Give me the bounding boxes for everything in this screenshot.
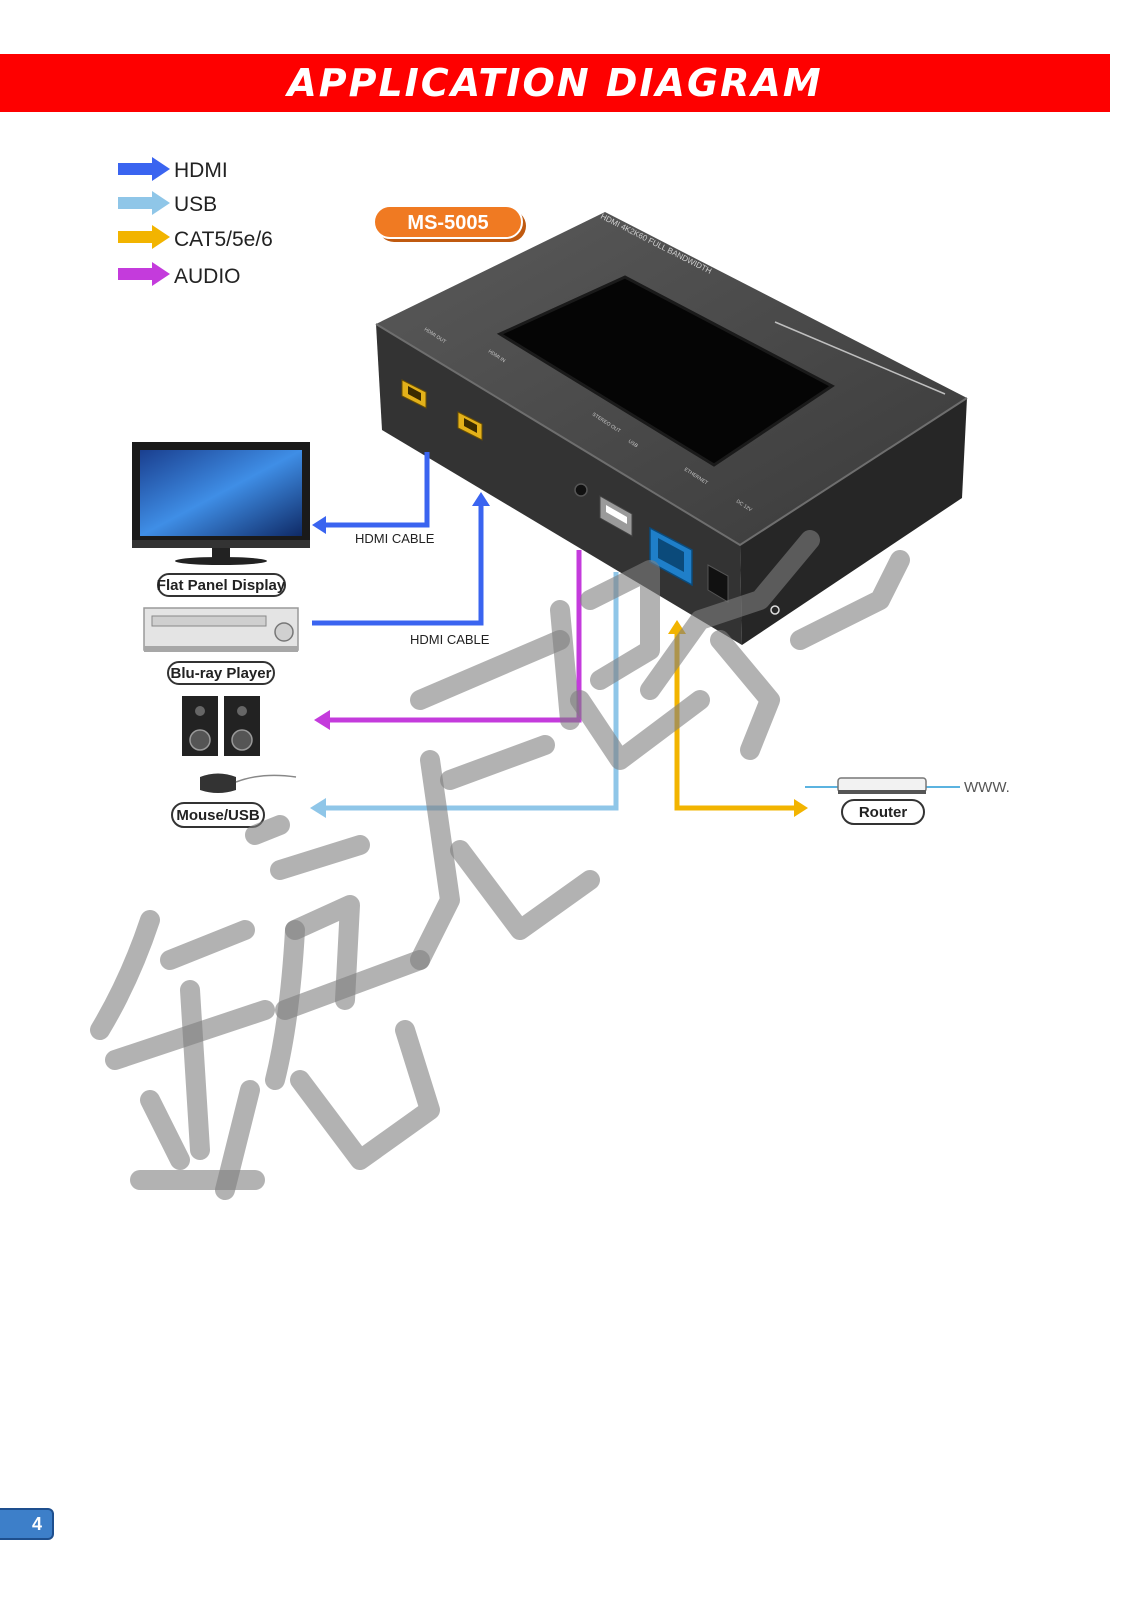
router: WWW. Router — [805, 777, 1010, 825]
hdmi-out-cable — [322, 452, 430, 528]
legend: HDMI USB CAT5/5e/6 AUDIO — [118, 157, 273, 288]
usb-arrow-icon — [118, 191, 170, 215]
page-number: 4 — [31, 1513, 42, 1534]
hdmi-arrow-icon — [118, 157, 170, 181]
ethernet-cable — [674, 630, 796, 811]
router-label: Router — [859, 804, 907, 821]
legend-item-cat: CAT5/5e/6 — [118, 225, 273, 251]
mouse-usb: Mouse/USB — [171, 773, 297, 828]
dial-icon — [274, 622, 294, 642]
speakers — [182, 696, 260, 756]
watermark — [90, 530, 910, 1200]
legend-label: USB — [174, 193, 217, 216]
display-label: Flat Panel Display — [157, 577, 286, 594]
mouse-icon — [200, 773, 236, 793]
legend-item-audio: AUDIO — [118, 262, 241, 288]
port-label: USB — [627, 439, 639, 450]
mouse-label: Mouse/USB — [176, 807, 260, 824]
usb-cable — [322, 572, 619, 811]
device-screen — [496, 275, 835, 467]
legend-item-hdmi: HDMI — [118, 157, 228, 182]
hdmi-in-cable — [312, 502, 484, 626]
page-number-badge: 4 — [0, 1508, 54, 1540]
www-label: WWW. — [964, 779, 1010, 796]
hdmi-cable-label-in: HDMI CABLE — [410, 632, 490, 647]
hdmi-cable-label-out: HDMI CABLE — [355, 531, 435, 546]
legend-label: HDMI — [174, 159, 228, 182]
model-label: MS-5005 — [407, 212, 488, 234]
header-banner: APPLICATION DIAGRAM — [0, 54, 1110, 112]
model-badge: MS-5005 — [373, 205, 526, 242]
flat-panel-display: Flat Panel Display — [132, 442, 310, 597]
legend-label: AUDIO — [174, 265, 241, 288]
router-icon — [837, 777, 927, 793]
power-switch — [770, 605, 780, 615]
usb-port: USB — [599, 439, 639, 537]
stereo-jack — [574, 483, 588, 497]
cat-arrow-icon — [118, 225, 170, 249]
bluray-player: Blu-ray Player — [143, 607, 299, 685]
device-box: HDMI 4K2K60 FULL BANDWIDTH HDMI OUT HDMI… — [375, 212, 968, 645]
tv-screen — [140, 450, 302, 536]
legend-item-usb: USB — [118, 191, 217, 216]
bluray-label: Blu-ray Player — [171, 665, 272, 682]
page-title: APPLICATION DIAGRAM — [287, 61, 823, 105]
audio-arrow-icon — [118, 262, 170, 286]
legend-label: CAT5/5e/6 — [174, 228, 273, 251]
